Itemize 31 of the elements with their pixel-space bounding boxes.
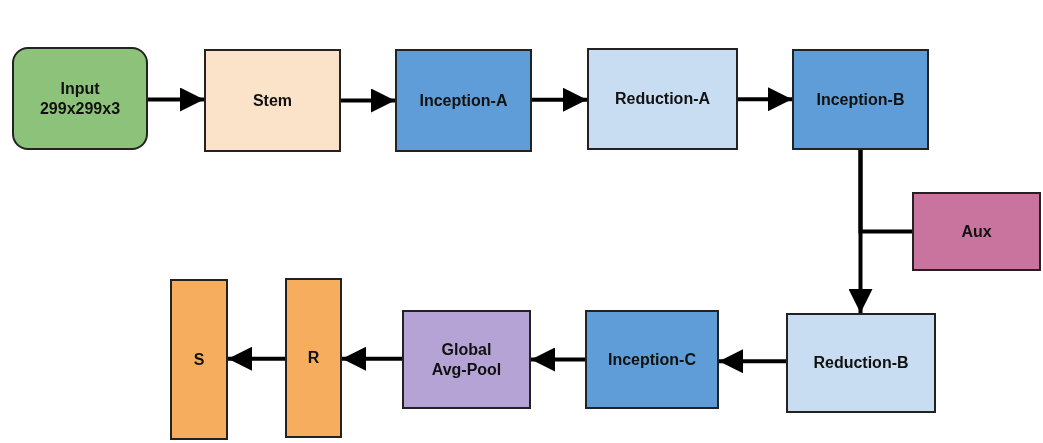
reduction-block bbox=[587, 48, 738, 150]
pool-box bbox=[402, 310, 531, 409]
arrow bbox=[532, 87, 587, 112]
arrow bbox=[719, 349, 786, 374]
arrow bbox=[228, 346, 285, 371]
input-box bbox=[12, 47, 148, 150]
aux-box bbox=[912, 192, 1041, 271]
arrow bbox=[531, 347, 585, 372]
stem-box bbox=[204, 49, 341, 152]
inception-block bbox=[585, 310, 719, 409]
block-label: Inception-C bbox=[608, 349, 696, 370]
block-label: Reduction-A bbox=[614, 89, 711, 109]
block-label: Reduction-B bbox=[813, 353, 909, 373]
block-label: Input 299x299x3 bbox=[38, 79, 122, 118]
dense-layer-box bbox=[285, 278, 342, 438]
block-label: Aux bbox=[961, 221, 992, 242]
arrow bbox=[341, 88, 395, 113]
reduction-block bbox=[786, 313, 936, 413]
arrow bbox=[738, 87, 792, 112]
block-label: Inception-B bbox=[816, 89, 905, 110]
block-label: Global Avg-Pool bbox=[430, 340, 503, 379]
block-label: Inception-A bbox=[419, 90, 508, 111]
arrow bbox=[148, 87, 204, 112]
arrow bbox=[342, 346, 402, 371]
connector-line bbox=[858, 150, 912, 234]
block-label: Stem bbox=[252, 90, 293, 111]
inception-block bbox=[792, 49, 929, 150]
block-label: S bbox=[193, 349, 205, 370]
dense-layer-box bbox=[170, 279, 228, 440]
block-label: R bbox=[307, 348, 320, 368]
inception-block bbox=[395, 49, 532, 152]
